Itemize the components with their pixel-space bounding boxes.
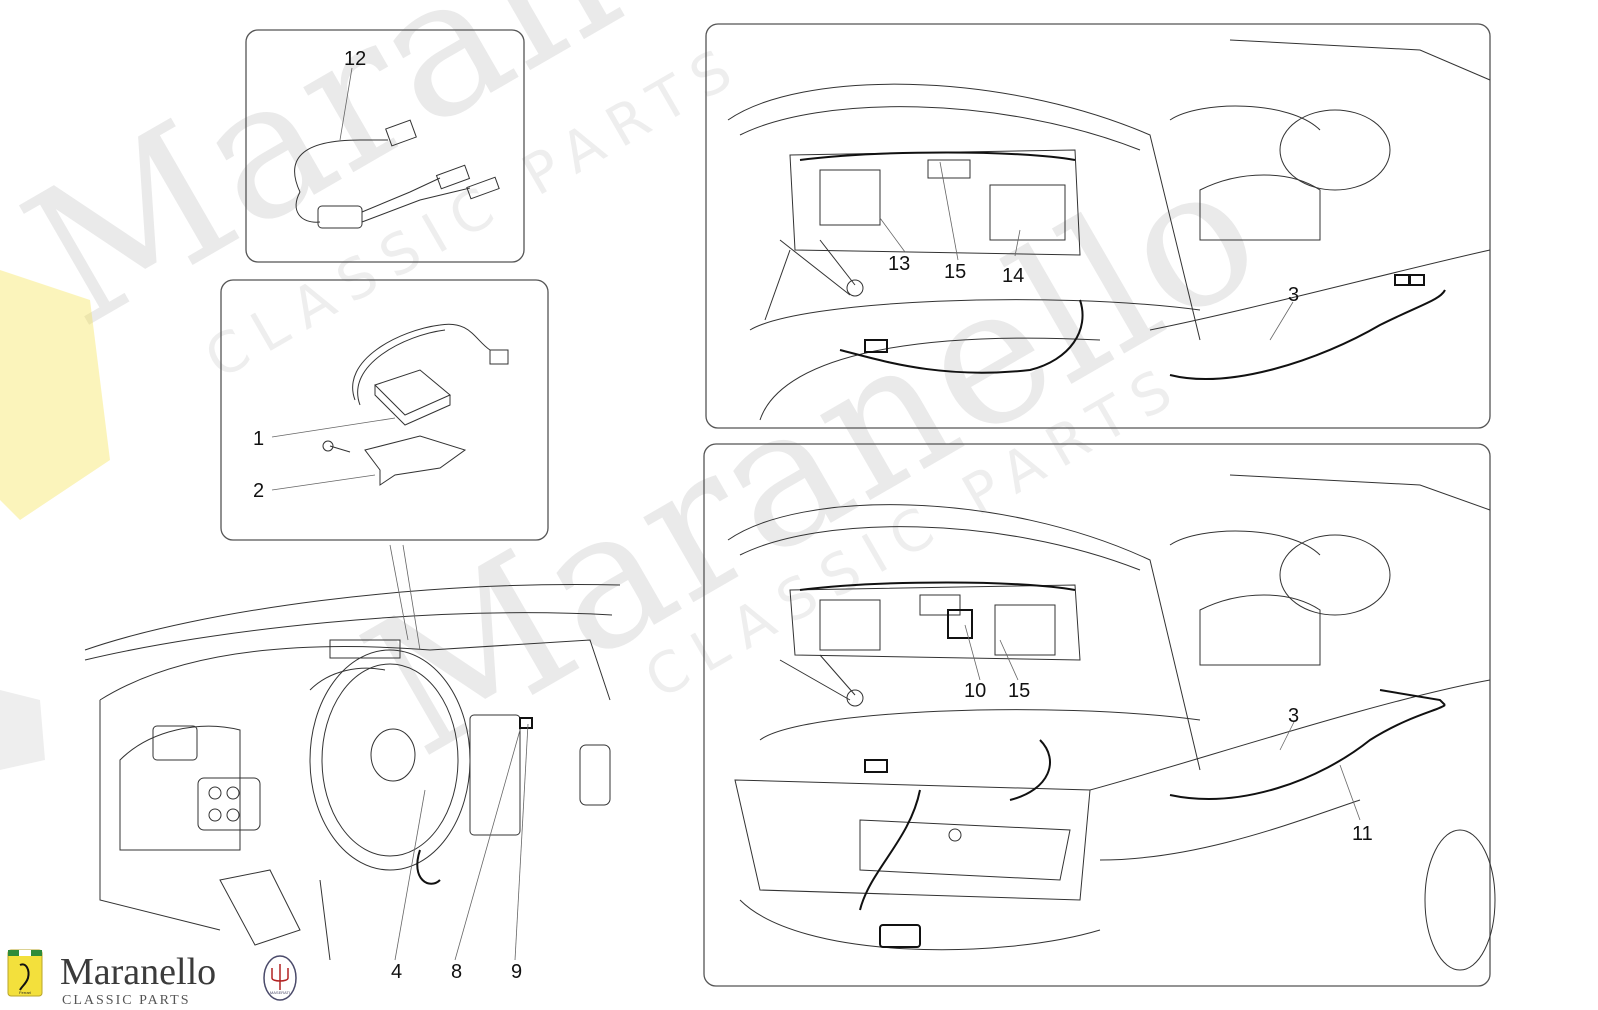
callout-14: 14 [1002,265,1024,287]
callout-3: 3 [1288,284,1299,306]
trident-text: MASERATI [270,990,290,995]
callout-3: 3 [1288,705,1299,727]
maranello-logo: Ferrari Maranello CLASSIC PARTS MASERATI [7,949,297,1008]
dashboard-drawing [84,544,621,961]
logo-name: Maranello [60,951,216,993]
maserati-trident-icon: MASERATI [263,955,297,1001]
usb-cable-drawing [294,119,500,229]
detail-panel-boot-top [705,23,1491,429]
boot-top-drawing [727,39,1491,421]
callout-12: 12 [344,48,366,70]
callout-1: 1 [253,428,264,450]
callout-15: 15 [944,261,966,283]
callout-11: 11 [1352,823,1373,845]
callout-15: 15 [1008,680,1030,702]
callout-10: 10 [964,680,986,702]
callout-8: 8 [451,961,462,983]
badge-text: Ferrari [19,990,31,995]
detail-panel-antenna [220,279,549,541]
detail-panel-boot-bottom [703,443,1496,987]
detail-panel-usb-cable [245,29,525,263]
antenna-drawing [322,323,509,486]
boot-bottom-drawing [727,474,1496,971]
callout-2: 2 [253,480,264,502]
badge-watermark [0,270,110,770]
callout-4: 4 [391,961,402,983]
callout-13: 13 [888,253,910,275]
callout-9: 9 [511,961,522,983]
callout-labels: 12 1 2 4 8 9 13 15 14 3 10 15 3 11 [253,48,1373,983]
watermark: Maranello Maranello CLASSIC PARTS CLASSI… [0,0,1294,799]
ferrari-shield-icon: Ferrari [7,949,43,997]
logo-tagline: CLASSIC PARTS [62,993,191,1008]
